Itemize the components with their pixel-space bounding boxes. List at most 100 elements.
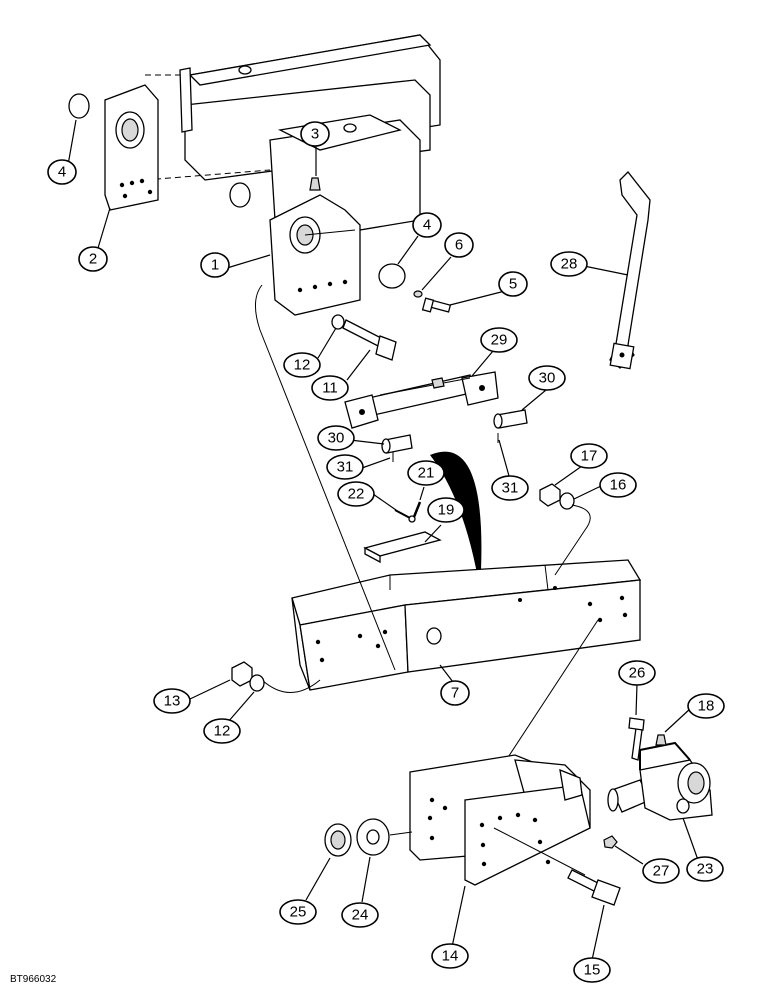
svg-text:30: 30 (539, 370, 556, 387)
svg-text:24: 24 (352, 907, 369, 924)
washer-part24 (356, 818, 390, 856)
callout-29: 29 (480, 327, 518, 353)
bolt-part26 (628, 717, 645, 761)
svg-text:11: 11 (322, 380, 338, 397)
nut-part25 (324, 823, 352, 857)
callout-23: 23 (686, 856, 724, 882)
callout-17: 17 (570, 443, 608, 469)
washer-part16 (559, 492, 575, 510)
svg-text:4: 4 (58, 164, 66, 181)
callout-5: 5 (498, 271, 528, 297)
callout-26: 26 (618, 660, 656, 686)
hitch-pin-part23 (607, 741, 713, 821)
callout-15: 15 (573, 957, 611, 983)
svg-text:22: 22 (348, 486, 365, 503)
callout-27: 27 (642, 858, 680, 884)
svg-text:12: 12 (214, 723, 231, 740)
svg-text:21: 21 (418, 465, 435, 482)
svg-text:31: 31 (502, 480, 519, 497)
svg-text:15: 15 (584, 962, 601, 979)
svg-text:2: 2 (89, 251, 97, 268)
pin-part30-left (381, 434, 413, 454)
nut-part27 (603, 835, 618, 849)
leader-lines (67, 119, 699, 961)
washer-part12-lower (249, 674, 265, 692)
callout-2: 2 (78, 246, 108, 272)
grease-fitting-part3 (309, 177, 321, 191)
document-id: BT966032 (10, 974, 57, 985)
callout-25: 25 (279, 899, 317, 925)
svg-text:30: 30 (328, 430, 345, 447)
callout-30-right: 30 (528, 365, 566, 391)
bolt-part11 (342, 319, 397, 361)
svg-text:23: 23 (697, 861, 714, 878)
grease-fitting-part18 (655, 734, 667, 746)
callout-21: 21 (407, 460, 445, 486)
assembly-line-nut (261, 679, 321, 693)
svg-text:17: 17 (581, 448, 598, 465)
callout-1: 1 (200, 252, 230, 278)
washer-part4-left (68, 93, 90, 119)
assembly-arrow (430, 451, 482, 590)
callout-12-lower: 12 (203, 718, 241, 744)
washer-part12-upper (331, 314, 345, 330)
lock-washer-part6 (413, 290, 423, 298)
callout-4-left: 4 (47, 159, 77, 185)
svg-text:18: 18 (698, 698, 715, 715)
callout-16: 16 (599, 472, 637, 498)
callout-30-left: 30 (317, 425, 355, 451)
plate-part19 (363, 531, 442, 557)
hitch-bracket-part14 (409, 754, 591, 886)
svg-text:29: 29 (491, 332, 508, 349)
svg-text:1: 1 (211, 257, 219, 274)
assembly-line-hitch (389, 831, 413, 836)
svg-text:14: 14 (442, 948, 459, 965)
callout-24: 24 (341, 902, 379, 928)
svg-text:13: 13 (164, 693, 181, 710)
clip-part22 (394, 509, 416, 523)
svg-text:12: 12 (294, 357, 311, 374)
callout-31-right: 31 (491, 475, 529, 501)
svg-text:26: 26 (629, 665, 646, 682)
pin-part30-right (493, 409, 528, 429)
washer-part4-right (378, 263, 406, 289)
callout-7: 7 (440, 680, 470, 706)
callout-11: 11 (311, 375, 349, 401)
assembly-line-left (255, 284, 396, 671)
svg-text:3: 3 (311, 126, 319, 143)
callouts: 1 2 3 4 4 5 6 7 11 12 12 13 14 15 16 17 … (47, 121, 725, 983)
svg-text:27: 27 (653, 863, 670, 880)
assembly-line-right (554, 504, 591, 576)
callout-19: 19 (427, 497, 465, 523)
drawbar-tube-part7 (291, 559, 642, 691)
callout-14: 14 (431, 943, 469, 969)
callout-22: 22 (337, 481, 375, 507)
nut-part17 (539, 483, 561, 507)
nut-part13 (231, 661, 253, 687)
svg-text:16: 16 (610, 477, 627, 494)
bolt-part15 (567, 869, 621, 906)
svg-text:7: 7 (451, 685, 459, 702)
svg-text:19: 19 (438, 502, 455, 519)
callout-31-left: 31 (326, 454, 364, 480)
callout-18: 18 (687, 693, 725, 719)
svg-text:25: 25 (290, 904, 307, 921)
assembly-line-bolt15 (493, 827, 586, 876)
bolt-part5 (421, 297, 452, 313)
svg-text:6: 6 (455, 237, 463, 254)
right-mount-bracket (269, 194, 361, 316)
callout-12-upper: 12 (283, 352, 321, 378)
svg-text:31: 31 (337, 459, 354, 476)
callout-3: 3 (300, 121, 330, 147)
svg-text:5: 5 (509, 276, 517, 293)
svg-text:28: 28 (561, 256, 578, 273)
callout-6: 6 (444, 232, 474, 258)
handle-pin-part28 (609, 171, 651, 370)
hydraulic-cylinder-part29 (344, 371, 499, 429)
callout-13: 13 (153, 688, 191, 714)
callout-28: 28 (550, 251, 588, 277)
left-mount-bracket (104, 84, 159, 211)
callout-4-right: 4 (412, 212, 442, 238)
svg-text:4: 4 (423, 217, 431, 234)
